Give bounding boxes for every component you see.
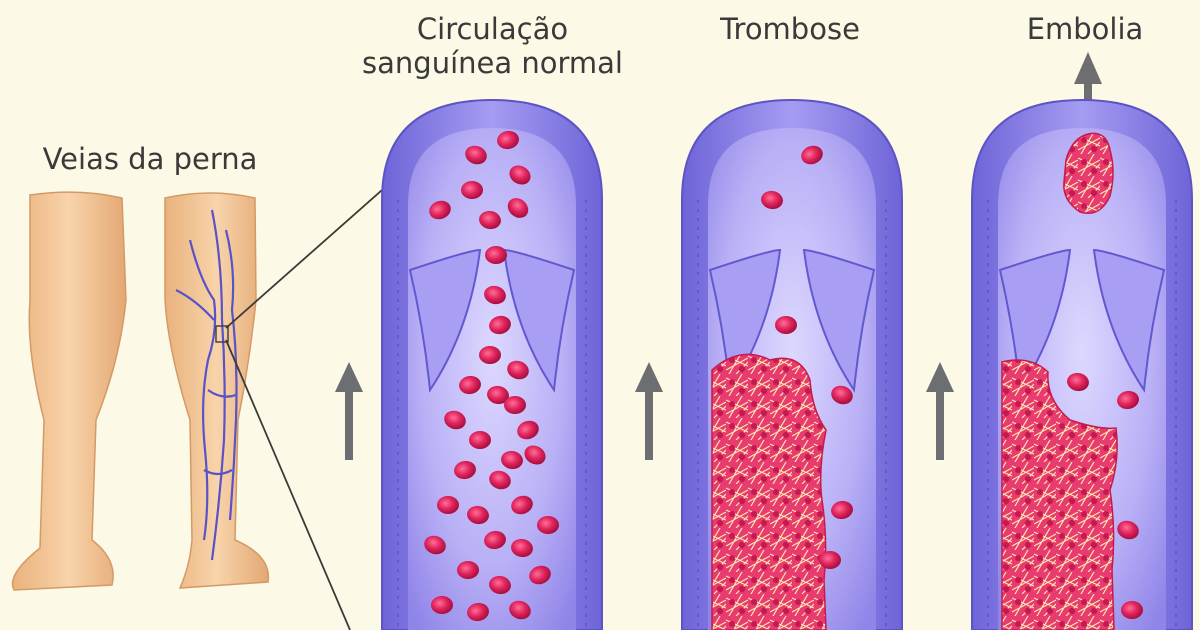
legs-label: Veias da perna (42, 142, 258, 176)
red-blood-cell (831, 500, 853, 520)
vein-thrombosis (681, 98, 903, 630)
red-blood-cell (461, 181, 483, 199)
vein-detail-marker (215, 325, 229, 343)
red-blood-cell (1117, 520, 1139, 540)
red-blood-cell (761, 190, 783, 210)
right-leg (164, 192, 270, 589)
red-blood-cell (465, 145, 487, 165)
red-blood-cell (1121, 601, 1143, 619)
red-blood-cell (775, 316, 797, 334)
normal-circulation-label-line2: sanguínea normal (362, 46, 623, 80)
red-blood-cells (761, 145, 853, 569)
flow-direction-arrow-icon (926, 362, 954, 460)
thrombus-clot (1001, 359, 1118, 630)
red-blood-cell (479, 210, 501, 230)
red-blood-cell (511, 495, 533, 515)
red-blood-cell (424, 535, 446, 555)
red-blood-cell (459, 375, 481, 395)
flow-direction-arrow-icon (635, 362, 663, 460)
red-blood-cell (509, 165, 531, 185)
red-blood-cell (504, 396, 526, 414)
red-blood-cell (479, 346, 501, 364)
red-blood-cell (467, 505, 489, 525)
red-blood-cell (801, 145, 823, 165)
leg-veins (175, 209, 238, 561)
normal-circulation-label-line1: Circulação (416, 12, 569, 46)
red-blood-cell (1067, 372, 1089, 392)
red-blood-cell (489, 315, 511, 335)
red-blood-cell (537, 516, 559, 534)
red-blood-cell (467, 602, 489, 622)
thrombosis-label: Trombose (720, 12, 860, 46)
red-blood-cell (431, 596, 453, 614)
red-blood-cell (437, 496, 459, 514)
red-blood-cell (489, 575, 511, 595)
red-blood-cells (1067, 372, 1143, 619)
vein-embolism (971, 98, 1193, 630)
red-blood-cell (444, 410, 466, 430)
red-blood-cells (424, 130, 559, 622)
red-blood-cell (454, 460, 476, 480)
red-blood-cell (507, 198, 529, 218)
flow-direction-arrow-icon (335, 362, 363, 460)
embolus (1063, 132, 1114, 214)
red-blood-cell (517, 420, 539, 440)
red-blood-cell (484, 530, 506, 550)
thrombus-clot (711, 353, 827, 630)
red-blood-cell (497, 130, 519, 150)
red-blood-cell (457, 561, 479, 579)
red-blood-cell (509, 600, 531, 620)
red-blood-cell (501, 450, 523, 470)
embolism-label: Embolia (1026, 12, 1144, 46)
normal-circulation-label: Circulação sanguínea normal (350, 12, 635, 80)
red-blood-cell (524, 445, 546, 465)
red-blood-cell (529, 565, 551, 585)
red-blood-cell (819, 551, 841, 569)
red-blood-cell (507, 360, 529, 380)
red-blood-cell (831, 385, 853, 405)
vein-normal (381, 98, 603, 630)
left-leg (11, 191, 127, 591)
red-blood-cell (1117, 390, 1139, 410)
red-blood-cell (485, 246, 507, 264)
red-blood-cell (429, 200, 451, 220)
red-blood-cell (487, 385, 509, 405)
legs-illustration (11, 191, 270, 591)
red-blood-cell (511, 538, 533, 558)
red-blood-cell (469, 431, 491, 449)
zoom-lines (225, 189, 383, 630)
red-blood-cell (489, 470, 511, 490)
red-blood-cell (484, 285, 506, 305)
